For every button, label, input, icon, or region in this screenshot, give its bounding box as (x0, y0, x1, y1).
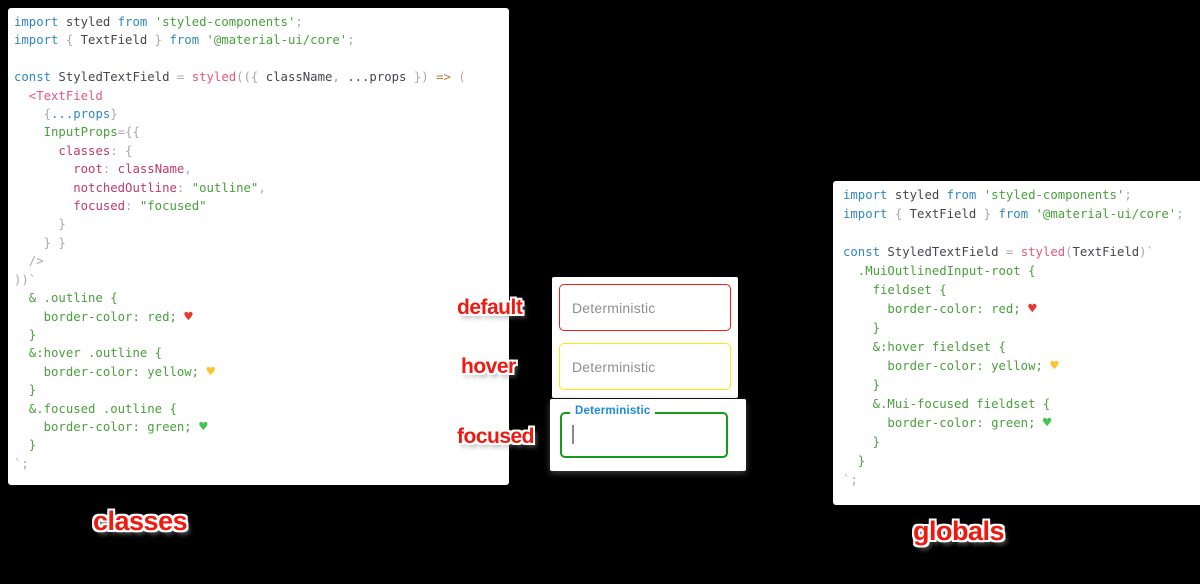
text-cursor (572, 425, 574, 444)
globals-code-block: import styled from 'styled-components';i… (833, 181, 1200, 505)
textfield-hover[interactable]: Deterministic (559, 343, 731, 390)
textfield-focused-floating-label: Deterministic (570, 405, 656, 417)
textfield-hover-placeholder: Deterministic (572, 358, 656, 375)
classes-caption: classes (93, 506, 188, 536)
textfield-demo-card: Deterministic Deterministic (552, 277, 738, 398)
textfield-default[interactable]: Deterministic (559, 284, 731, 331)
focused-state-label: focused (457, 425, 535, 448)
textfield-focused-card: Deterministic (550, 399, 746, 471)
classes-code-block: import styled from 'styled-components';i… (8, 8, 509, 485)
default-state-label: default (457, 296, 523, 319)
globals-caption: globals (913, 516, 1005, 546)
textfield-default-placeholder: Deterministic (572, 299, 656, 316)
hover-state-label: hover (461, 355, 516, 378)
textfield-focused[interactable]: Deterministic (560, 405, 728, 458)
